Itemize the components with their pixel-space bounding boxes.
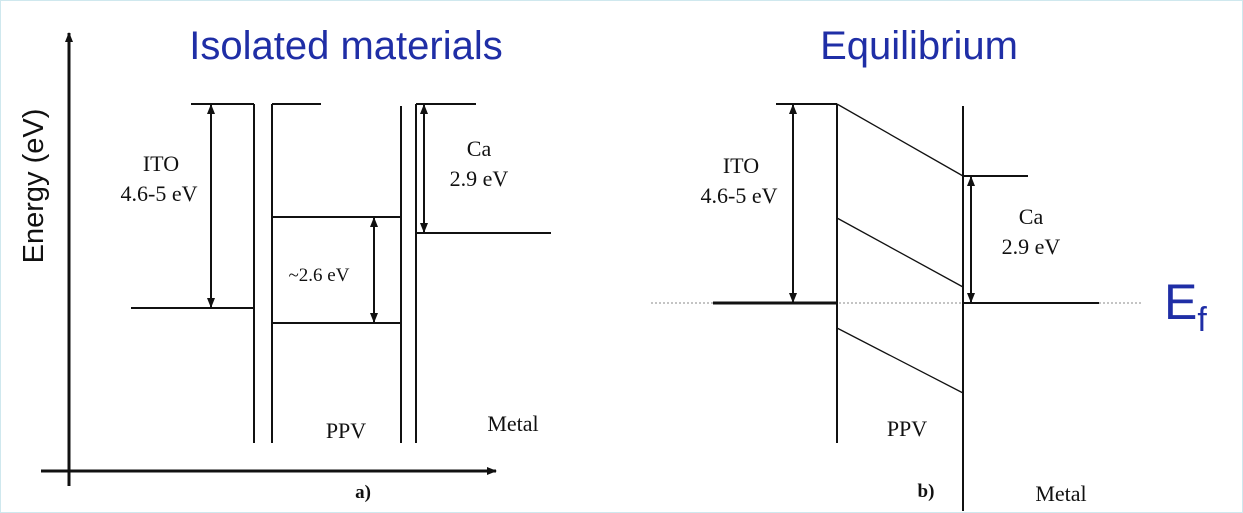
- ppv-lumo-slope: [836, 217, 964, 288]
- ca-value: 2.9 eV: [450, 166, 509, 191]
- ito-label: ITO: [143, 151, 179, 176]
- title-isolated-materials: Isolated materials: [189, 24, 502, 68]
- fermi-subscript: f: [1197, 301, 1207, 339]
- ca-value: 2.9 eV: [1002, 234, 1061, 259]
- ca-label: Ca: [1019, 204, 1044, 229]
- ppv-label: PPV: [887, 416, 927, 441]
- metal-label: Metal: [487, 411, 538, 436]
- ca-label: Ca: [467, 136, 492, 161]
- fermi-level-label: Ef: [1164, 274, 1207, 339]
- metal-label: Metal: [1035, 481, 1086, 506]
- panel-isolated-materials: [41, 32, 551, 486]
- panel-equilibrium: [651, 103, 1141, 511]
- caption-a: a): [355, 482, 371, 503]
- y-axis-label: Energy (eV): [18, 109, 50, 264]
- ppv-label: PPV: [326, 418, 366, 443]
- ito-value: 4.6-5 eV: [701, 183, 778, 208]
- fermi-symbol: E: [1164, 274, 1197, 330]
- ppv-homo-slope: [836, 327, 964, 394]
- ito-label: ITO: [723, 153, 759, 178]
- ito-value: 4.6-5 eV: [121, 181, 198, 206]
- ppv-vacuum-slope: [836, 103, 964, 177]
- gap-value: ~2.6 eV: [289, 265, 350, 286]
- title-equilibrium: Equilibrium: [820, 24, 1018, 68]
- caption-b: b): [918, 481, 935, 502]
